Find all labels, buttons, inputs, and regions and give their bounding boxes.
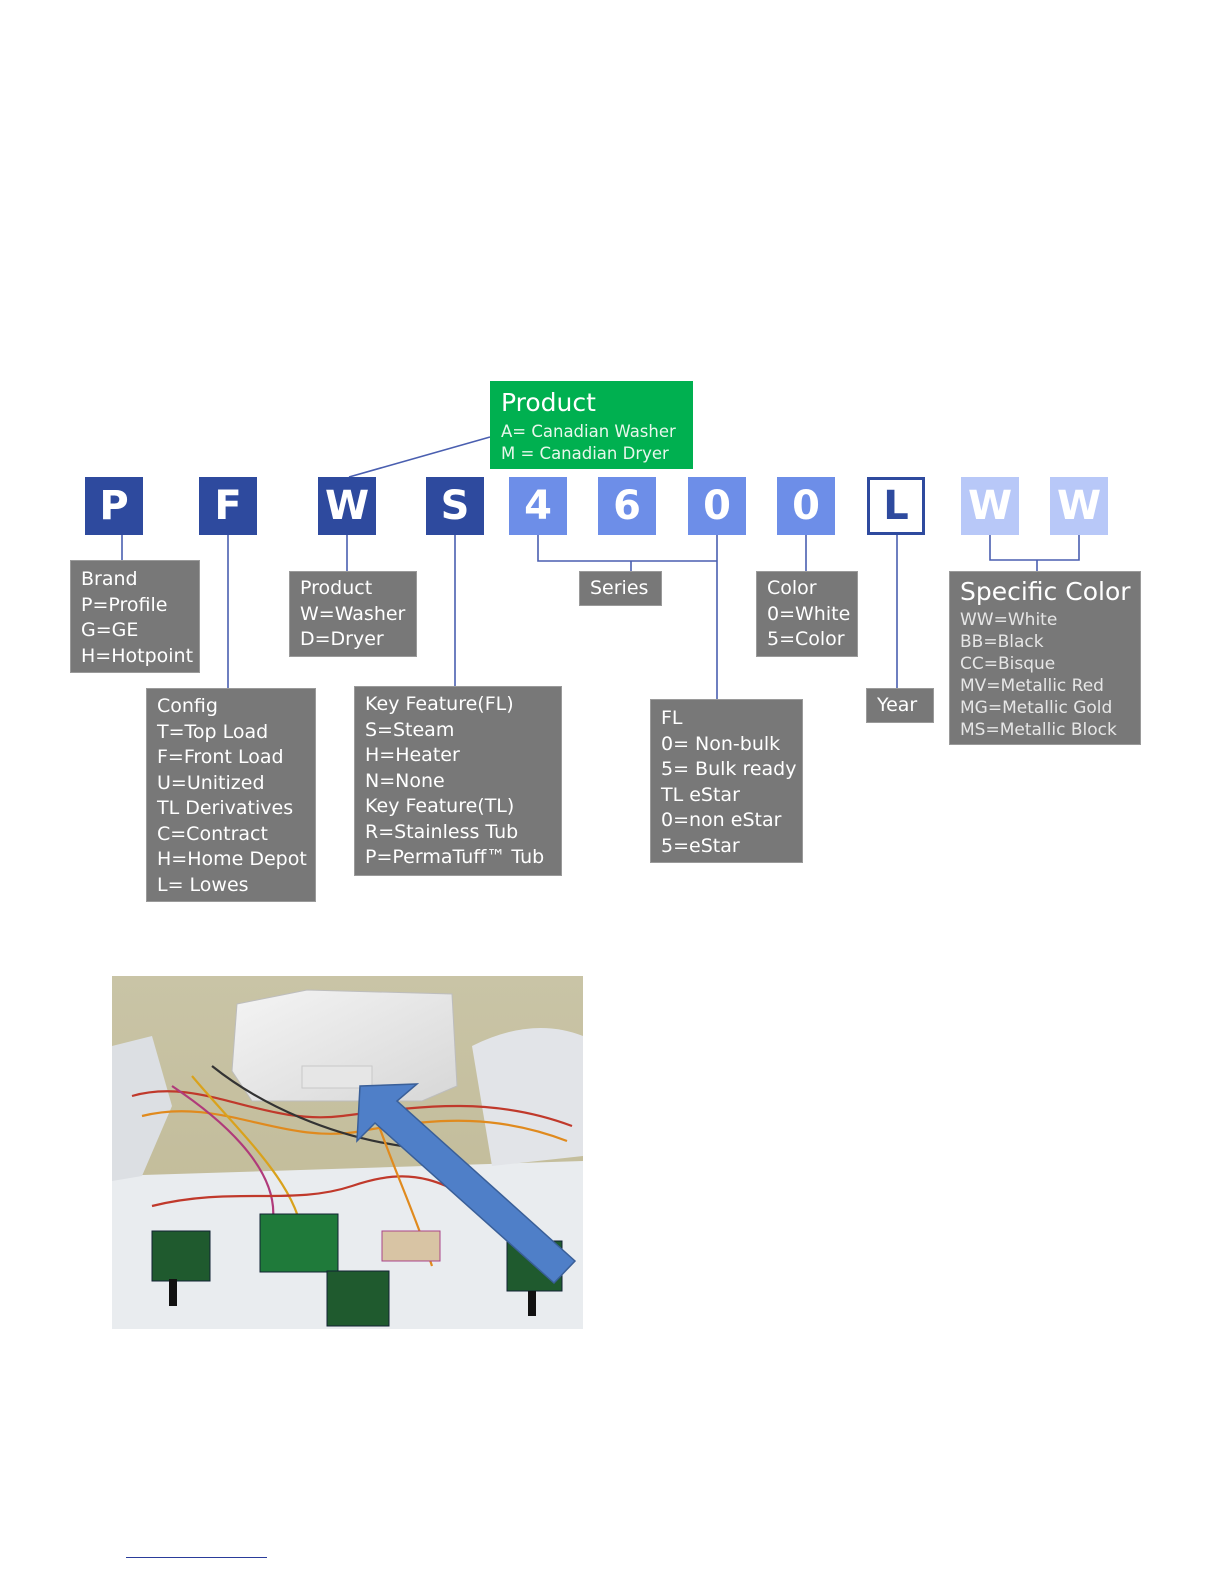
key-feature-line: Key Feature(TL) bbox=[365, 794, 551, 820]
connector-block bbox=[382, 1231, 440, 1261]
series-box: Series bbox=[579, 571, 662, 606]
config-line: TL Derivatives bbox=[157, 796, 305, 822]
brand-box: Brand P=Profile G=GE H=Hotpoint bbox=[70, 560, 200, 673]
product-type-line: D=Dryer bbox=[300, 627, 406, 653]
series-bracket bbox=[538, 535, 717, 561]
right-panel bbox=[472, 1028, 583, 1166]
fl-line: 5= Bulk ready bbox=[661, 757, 792, 783]
product-connector bbox=[349, 437, 490, 477]
color-line: 0=White bbox=[767, 602, 847, 628]
config-line: F=Front Load bbox=[157, 745, 305, 771]
specific-color-bracket bbox=[990, 535, 1079, 560]
housing-label-area bbox=[302, 1066, 372, 1088]
model-letter-f: F bbox=[199, 477, 257, 535]
brand-line: H=Hotpoint bbox=[81, 644, 189, 670]
fl-line: 0= Non-bulk bbox=[661, 732, 792, 758]
control-board-photo bbox=[112, 976, 583, 1329]
config-line: U=Unitized bbox=[157, 771, 305, 797]
brand-line: Brand bbox=[81, 567, 189, 593]
key-feature-line: Key Feature(FL) bbox=[365, 692, 551, 718]
specific-color-line: MS=Metallic Block bbox=[960, 719, 1130, 741]
color-line: Color bbox=[767, 576, 847, 602]
key-feature-line: H=Heater bbox=[365, 743, 551, 769]
key-feature-box: Key Feature(FL) S=Steam H=Heater N=None … bbox=[354, 686, 562, 876]
specific-color-line: BB=Black bbox=[960, 631, 1130, 653]
fl-box: FL 0= Non-bulk 5= Bulk ready TL eStar 0=… bbox=[650, 699, 803, 863]
brand-line: P=Profile bbox=[81, 593, 189, 619]
product-type-box: Product W=Washer D=Dryer bbox=[289, 571, 417, 657]
product-region-line: A= Canadian Washer bbox=[501, 421, 682, 443]
brand-line: G=GE bbox=[81, 618, 189, 644]
specific-color-line: WW=White bbox=[960, 609, 1130, 631]
config-line: Config bbox=[157, 694, 305, 720]
circuit-board bbox=[327, 1271, 389, 1326]
key-feature-line: R=Stainless Tub bbox=[365, 820, 551, 846]
fl-line: 5=eStar bbox=[661, 834, 792, 860]
year-box: Year bbox=[866, 688, 934, 723]
circuit-board bbox=[152, 1231, 210, 1281]
config-box: Config T=Top Load F=Front Load U=Unitize… bbox=[146, 688, 316, 902]
model-letter-p: P bbox=[85, 477, 143, 535]
model-letter-0: 0 bbox=[688, 477, 746, 535]
config-line: T=Top Load bbox=[157, 720, 305, 746]
specific-color-line: MV=Metallic Red bbox=[960, 675, 1130, 697]
specific-color-title: Specific Color bbox=[960, 575, 1130, 609]
key-feature-line: S=Steam bbox=[365, 718, 551, 744]
specific-color-line: MG=Metallic Gold bbox=[960, 697, 1130, 719]
key-feature-line: N=None bbox=[365, 769, 551, 795]
model-letter-w: W bbox=[318, 477, 376, 535]
model-letter-0: 0 bbox=[777, 477, 835, 535]
product-region-title: Product bbox=[501, 385, 682, 421]
circuit-board bbox=[260, 1214, 338, 1272]
color-line: 5=Color bbox=[767, 627, 847, 653]
product-type-line: W=Washer bbox=[300, 602, 406, 628]
specific-color-line: CC=Bisque bbox=[960, 653, 1130, 675]
key-feature-line: P=PermaTuff™ Tub bbox=[365, 845, 551, 871]
product-region-box: Product A= Canadian Washer M = Canadian … bbox=[490, 381, 693, 469]
specific-color-box: Specific Color WW=White BB=Black CC=Bisq… bbox=[949, 571, 1141, 745]
model-letter-6: 6 bbox=[598, 477, 656, 535]
series-label: Series bbox=[590, 576, 651, 602]
config-line: C=Contract bbox=[157, 822, 305, 848]
product-type-line: Product bbox=[300, 576, 406, 602]
config-line: H=Home Depot bbox=[157, 847, 305, 873]
model-letter-w: W bbox=[961, 477, 1019, 535]
fl-line: FL bbox=[661, 706, 792, 732]
model-letter-s: S bbox=[426, 477, 484, 535]
fl-line: 0=non eStar bbox=[661, 808, 792, 834]
model-letter-4: 4 bbox=[509, 477, 567, 535]
model-letter-l: L bbox=[867, 477, 925, 535]
config-line: L= Lowes bbox=[157, 873, 305, 899]
fl-line: TL eStar bbox=[661, 783, 792, 809]
model-letter-w: W bbox=[1050, 477, 1108, 535]
link-underline[interactable] bbox=[126, 1557, 267, 1558]
year-label: Year bbox=[877, 693, 923, 719]
product-region-line: M = Canadian Dryer bbox=[501, 443, 682, 465]
color-box: Color 0=White 5=Color bbox=[756, 571, 858, 657]
